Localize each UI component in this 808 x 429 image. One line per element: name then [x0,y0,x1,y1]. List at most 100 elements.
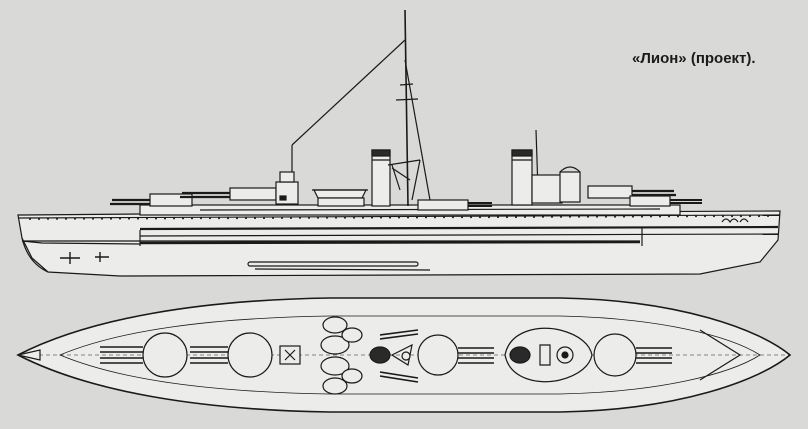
porthole [479,216,481,219]
porthole [164,217,166,220]
porthole [425,216,427,219]
porthole [452,216,454,219]
rigging-aft [404,59,431,201]
porthole [533,216,535,218]
porthole [236,217,238,220]
top-midship-guns [379,329,419,383]
top-boats [320,316,363,395]
porthole [686,215,688,218]
belt-upper [139,225,779,231]
top-funnel-2 [509,346,531,364]
porthole [362,216,364,219]
rigging-fore [291,39,406,146]
porthole [443,216,445,219]
porthole [569,215,571,218]
porthole [740,215,742,218]
porthole [596,215,598,218]
porthole [659,215,661,218]
porthole [380,216,382,219]
porthole [110,217,112,220]
porthole [488,216,490,219]
porthole [632,215,634,218]
porthole [29,218,31,220]
turret-2 [180,187,277,201]
porthole [587,215,589,218]
belt-bottom [139,240,641,245]
porthole [506,216,508,219]
porthole [650,215,652,218]
stern-ornament [721,218,749,224]
bow-stem [21,237,49,273]
anchor-bow [60,252,109,264]
porthole [344,216,346,219]
ram-bow [21,240,141,245]
porthole [317,216,319,219]
top-turret-2 [190,332,273,378]
porthole [551,215,553,218]
boat-davit [317,197,365,207]
porthole [119,217,121,220]
porthole [83,217,85,220]
porthole [668,215,670,218]
porthole [56,217,58,220]
portholes [29,215,769,220]
porthole [434,216,436,219]
belt-lower [139,233,779,237]
turret-midship [417,199,492,211]
porthole [218,217,220,220]
porthole [191,217,193,220]
porthole [389,216,391,219]
porthole [290,217,292,219]
porthole [38,218,40,220]
turret-3 [587,185,676,199]
porthole [146,217,148,220]
mainmast [404,9,409,207]
porthole [299,216,301,219]
porthole [578,215,580,218]
porthole [245,217,247,220]
top-aft-superstructure [504,327,593,383]
crane [387,159,421,201]
porthole [398,216,400,219]
porthole [281,217,283,219]
porthole [371,216,373,219]
porthole [272,217,274,219]
porthole [200,217,202,220]
porthole [524,216,526,218]
bilge-keel [247,261,419,267]
porthole [47,217,49,220]
porthole [101,217,103,220]
figure-caption: «Лион» (проект). [632,50,756,67]
side-profile [17,9,781,277]
porthole [461,216,463,219]
porthole [137,217,139,220]
porthole [749,215,751,218]
bow-tip [17,349,41,361]
top-turret-1 [100,332,188,378]
top-turret-3 [593,333,672,377]
porthole [92,217,94,220]
turret-4 [629,195,702,207]
porthole [497,216,499,219]
porthole [353,216,355,219]
stern-detail [699,329,742,381]
porthole [623,215,625,218]
turret-1 [110,193,193,207]
porthole [560,215,562,218]
porthole [641,215,643,218]
porthole [326,216,328,219]
porthole [335,216,337,219]
top-funnel-1 [369,346,391,364]
porthole [74,217,76,220]
porthole [731,215,733,218]
top-view [16,297,792,413]
porthole [722,215,724,218]
porthole [128,217,130,220]
porthole [677,215,679,218]
funnel-1 [371,149,391,207]
porthole [605,215,607,218]
porthole [767,215,769,217]
porthole [173,217,175,220]
top-turret-midship [417,334,494,376]
